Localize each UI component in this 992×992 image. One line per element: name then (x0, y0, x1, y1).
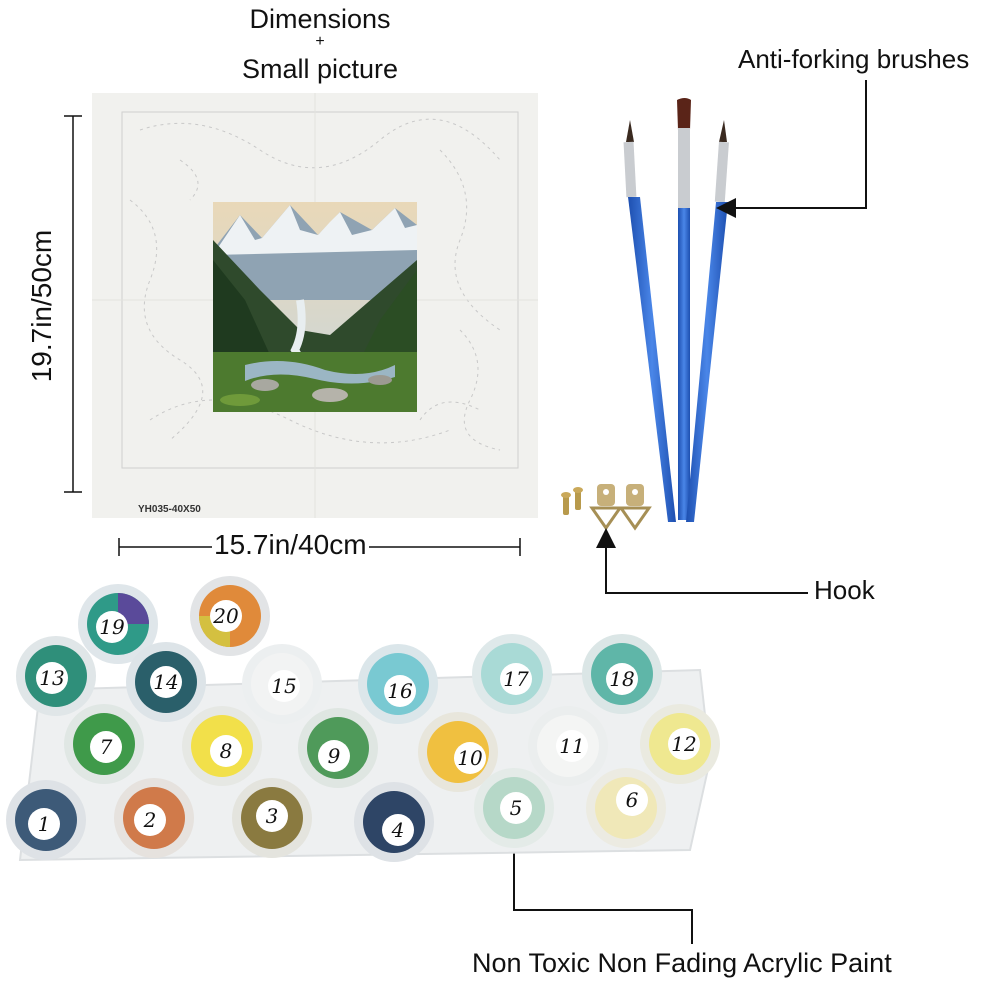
paint-pot-12: 12 (640, 704, 720, 784)
hook-callout-arrow (596, 528, 808, 594)
paint-pot-7: 7 (64, 704, 144, 784)
paint-pot-4: 4 (354, 782, 434, 862)
svg-text:19: 19 (99, 615, 125, 639)
paint-pot-19: 19 (78, 584, 158, 664)
brushes-callout-label: Anti-forking brushes (738, 44, 970, 74)
svg-text:18: 18 (609, 667, 634, 691)
paint-callout-label: Non Toxic Non Fading Acrylic Paint (472, 948, 892, 978)
svg-text:13: 13 (39, 666, 64, 690)
brush-middle (677, 98, 691, 520)
svg-text:15: 15 (271, 674, 296, 698)
paint-pot-9: 9 (298, 708, 378, 788)
paint-pot-2: 2 (114, 778, 194, 858)
hook-hardware (561, 484, 652, 531)
paint-pot-10: 10 (418, 712, 498, 792)
svg-text:6: 6 (626, 788, 639, 812)
svg-text:2: 2 (143, 808, 157, 832)
paint-pot-11: 11 (528, 706, 608, 786)
svg-text:4: 4 (391, 818, 405, 842)
screw-icon (561, 492, 571, 515)
svg-text:7: 7 (100, 735, 113, 759)
hook-callout-label: Hook (814, 575, 875, 605)
screw-icon (573, 487, 583, 510)
canvas-code: YH035-40X50 (138, 504, 201, 515)
brush-left (623, 120, 676, 522)
small-picture (213, 202, 417, 412)
paint-pot-8: 8 (182, 706, 262, 786)
paint-pot-5: 5 (474, 768, 554, 848)
hook-icon (618, 484, 652, 531)
title-small-picture: Small picture (241, 54, 399, 84)
paint-pot-13: 13 (16, 636, 96, 716)
paint-callout-arrow (504, 804, 693, 944)
svg-text:5: 5 (510, 796, 523, 820)
title-plus: + (315, 33, 325, 50)
svg-text:16: 16 (387, 679, 413, 703)
svg-text:20: 20 (212, 604, 239, 628)
svg-text:8: 8 (220, 739, 233, 763)
height-dimension-line (64, 115, 82, 493)
paint-pot-17: 17 (472, 634, 552, 714)
brushes-callout-arrow (716, 80, 867, 218)
svg-text:9: 9 (328, 744, 341, 768)
paint-pot-16: 16 (358, 644, 438, 724)
hook-icon (589, 484, 623, 531)
svg-text:11: 11 (559, 734, 584, 758)
svg-text:12: 12 (671, 732, 696, 756)
svg-text:3: 3 (266, 804, 279, 828)
paint-pot-1: 1 (6, 780, 86, 860)
svg-text:17: 17 (503, 667, 529, 691)
svg-text:14: 14 (153, 670, 178, 694)
paint-pot-3: 3 (232, 778, 312, 858)
width-label: 15.7in/40cm (212, 529, 369, 561)
svg-text:10: 10 (457, 746, 483, 770)
paint-pots: 19 20 13 14 15 16 17 18 7 8 9 10 11 12 1… (6, 576, 720, 862)
paint-pot-14: 14 (126, 642, 206, 722)
svg-text:1: 1 (38, 812, 51, 836)
paint-pot-6: 6 (586, 768, 666, 848)
brush-right (686, 120, 729, 522)
brushes (623, 98, 729, 522)
height-label: 19.7in/50cm (26, 229, 57, 383)
title-dimensions: Dimensions (249, 4, 391, 34)
paint-pot-20: 20 (190, 576, 270, 656)
paint-pot-15: 15 (242, 644, 322, 724)
paint-pot-18: 18 (582, 634, 662, 714)
